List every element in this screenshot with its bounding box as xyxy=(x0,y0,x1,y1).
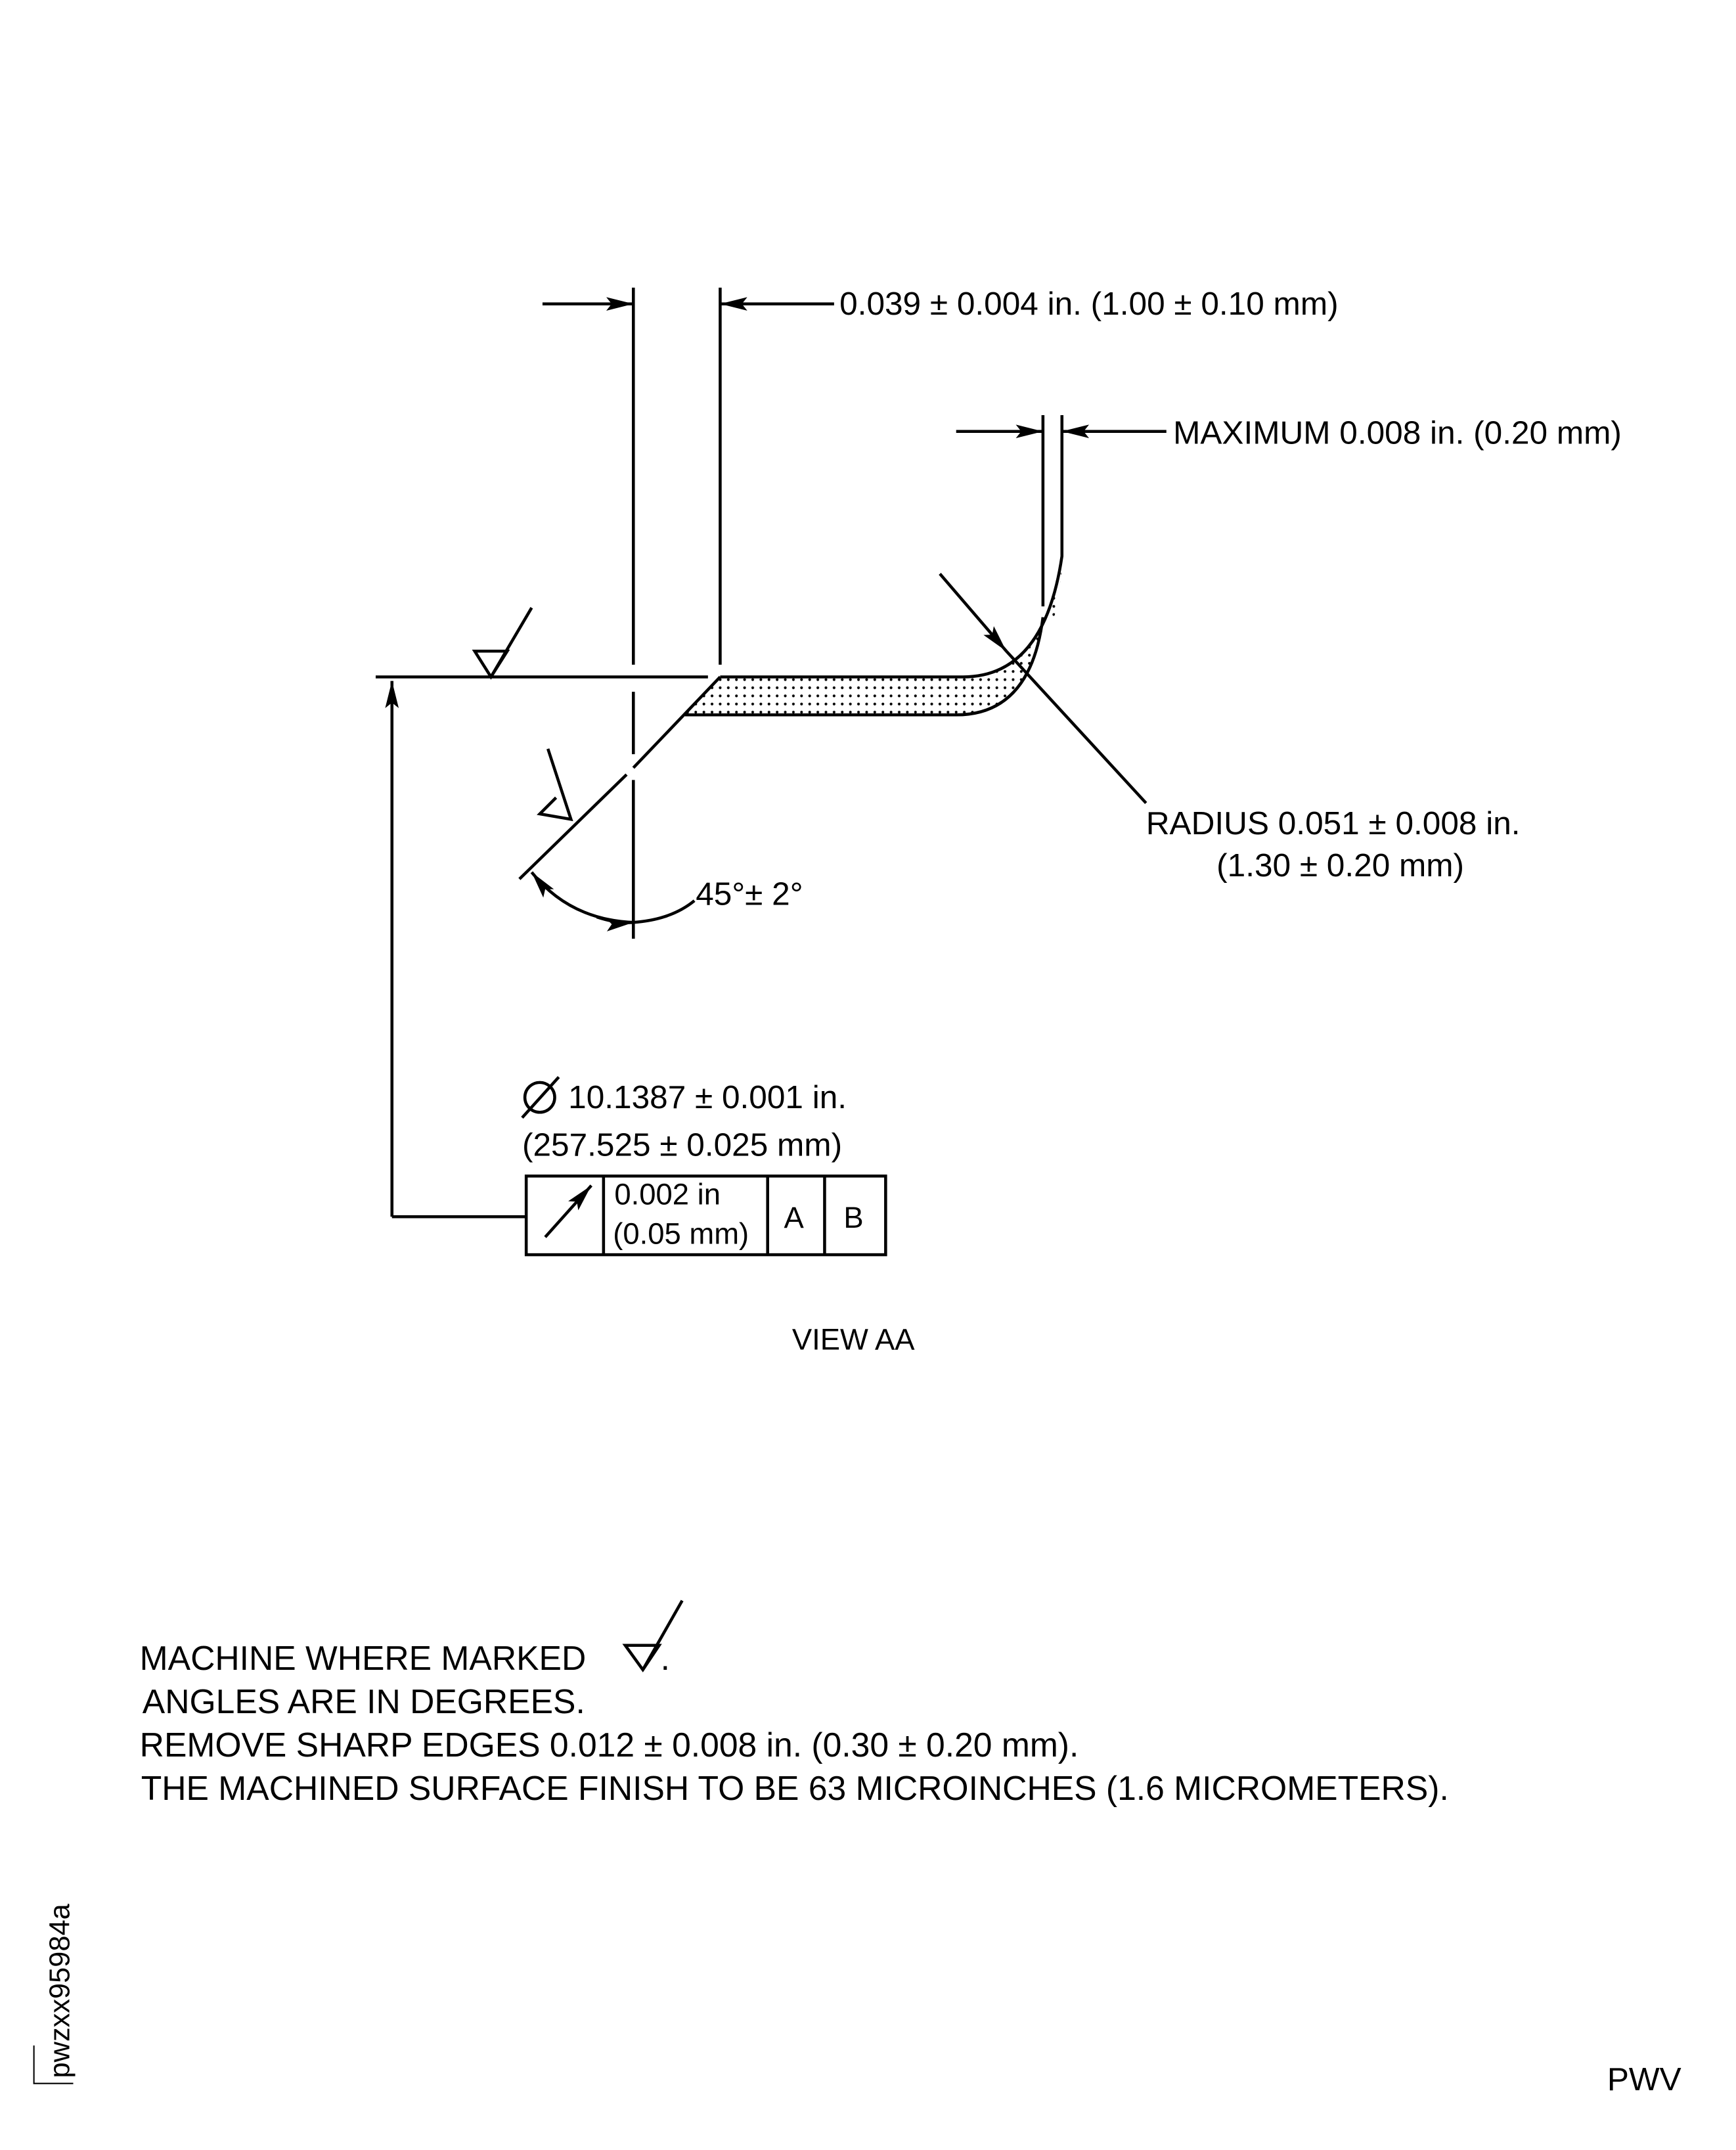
part-inner-edge xyxy=(684,617,1045,717)
tolerance-text-1: 0.002 in xyxy=(614,1178,721,1211)
chamfer-width-dimension: 0.039 ± 0.004 in. (1.00 ± 0.10 mm) xyxy=(542,285,1339,939)
figure-id: pwzxx95984a xyxy=(33,1903,76,2084)
machining-symbol-icon xyxy=(472,607,533,680)
runout-arrow-icon xyxy=(544,1184,592,1238)
max-step-text: MAXIMUM 0.008 in. (0.20 mm) xyxy=(1173,414,1622,451)
tolerance-text-2: (0.05 mm) xyxy=(613,1217,749,1251)
figure-id-text: pwzxx95984a xyxy=(44,1903,76,2078)
notes: MACHINE WHERE MARKED . ANGLES ARE IN DEG… xyxy=(140,1600,1449,1807)
note-3: REMOVE SHARP EDGES 0.012 ± 0.008 in. (0.… xyxy=(140,1726,1079,1764)
part-section xyxy=(518,414,1064,880)
note-2: ANGLES ARE IN DEGREES. xyxy=(143,1682,585,1720)
machining-symbol-chamfer-icon xyxy=(537,748,573,822)
feature-control-frame: 0.002 in (0.05 mm) A B xyxy=(524,1175,887,1257)
max-step-dimension: MAXIMUM 0.008 in. (0.20 mm) xyxy=(956,414,1622,607)
datum-a: A xyxy=(784,1201,804,1234)
datum-b: B xyxy=(843,1201,863,1234)
angle-dimension: 45°± 2° xyxy=(530,871,803,931)
angle-text: 45°± 2° xyxy=(696,875,803,912)
shaded-material xyxy=(684,556,1062,715)
chamfer-edge xyxy=(632,675,722,769)
diameter-text-1: 10.1387 ± 0.001 in. xyxy=(568,1079,847,1115)
part-outer-edge xyxy=(720,414,1064,679)
machining-symbol-note-icon xyxy=(622,1600,684,1672)
diameter-text-2: (257.525 ± 0.025 mm) xyxy=(522,1126,842,1163)
note-1: MACHINE WHERE MARKED xyxy=(140,1639,587,1677)
diameter-symbol-icon xyxy=(521,1076,560,1119)
radius-text-2: (1.30 ± 0.20 mm) xyxy=(1216,847,1464,884)
view-label: VIEW AA xyxy=(792,1323,915,1356)
chamfer-extension xyxy=(518,773,628,880)
chamfer-width-text: 0.039 ± 0.004 in. (1.00 ± 0.10 mm) xyxy=(839,285,1338,322)
note-1-suffix: . xyxy=(661,1639,670,1677)
diameter-callout: 10.1387 ± 0.001 in. (257.525 ± 0.025 mm) xyxy=(521,1076,847,1163)
note-4: THE MACHINED SURFACE FINISH TO BE 63 MIC… xyxy=(141,1769,1449,1807)
radius-callout: RADIUS 0.051 ± 0.008 in. (1.30 ± 0.20 mm… xyxy=(939,573,1521,884)
corner-label: PWV xyxy=(1607,2061,1681,2097)
radius-text-1: RADIUS 0.051 ± 0.008 in. xyxy=(1146,805,1521,841)
